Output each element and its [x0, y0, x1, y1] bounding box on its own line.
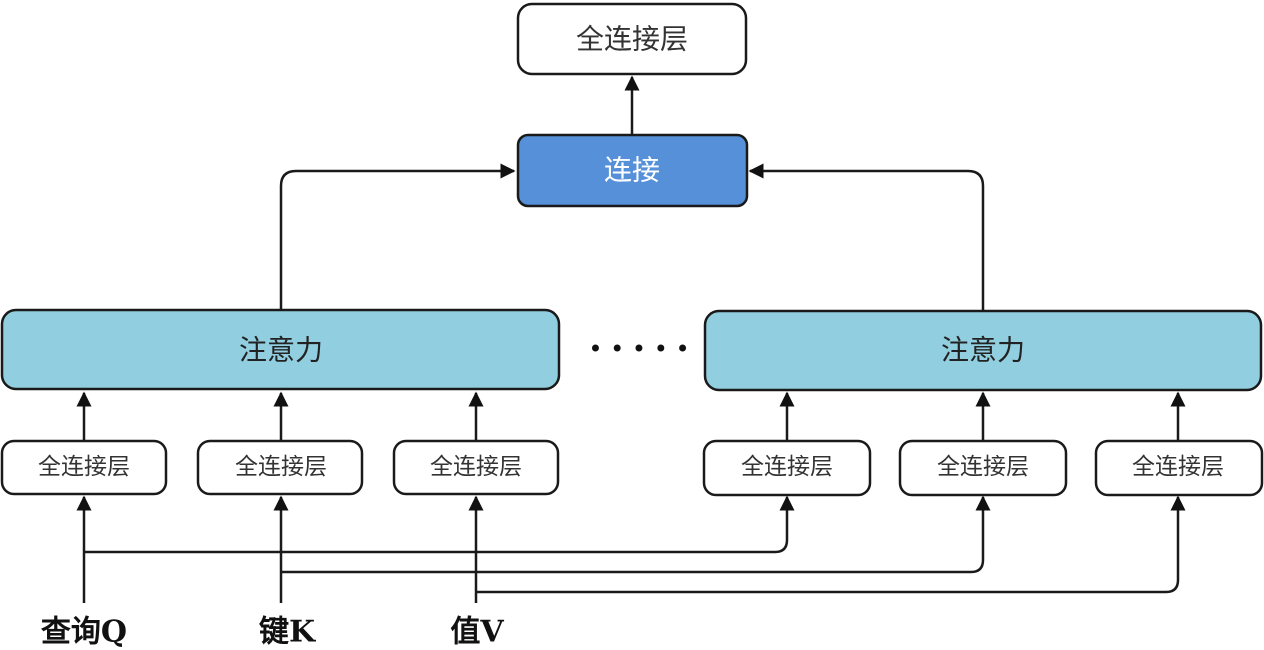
fc-layer-6: 全连接层: [1094, 439, 1264, 497]
fc-layer-2: 全连接层: [196, 439, 364, 496]
fc-layer-2-label: 全连接层: [235, 454, 327, 480]
fc-layer-4: 全连接层: [702, 439, 872, 497]
fc-layer-3: 全连接层: [392, 439, 560, 496]
fc-layer-5-label: 全连接层: [937, 454, 1029, 480]
arrow-key-to-fc-5: [281, 495, 991, 574]
arrow-query-to-fc-4: [84, 495, 795, 554]
arrow-attention-2-to-concat: [748, 163, 985, 311]
attention-2-label: 注意力: [941, 334, 1025, 367]
fc-layer-5: 全连接层: [898, 439, 1068, 497]
ellipsis-dots: • • • • •: [588, 335, 689, 363]
concat-node: 连接: [516, 133, 749, 208]
fc-layer-1: 全连接层: [0, 439, 168, 496]
arrow-attention-1-to-concat: [279, 163, 516, 310]
top-fc-label: 全连接层: [576, 23, 688, 56]
concat-label: 连接: [604, 154, 660, 187]
fc-layer-6-label: 全连接层: [1132, 454, 1224, 480]
attention-head-1: 注意力: [0, 308, 561, 391]
fc-layer-4-label: 全连接层: [741, 454, 833, 480]
fc-layer-1-label: 全连接层: [38, 454, 130, 480]
attention-head-2: 注意力: [703, 309, 1263, 392]
top-fully-connected-layer: 全连接层: [516, 2, 748, 76]
value-input-label: 值V: [450, 615, 504, 650]
query-input-label: 查询Q: [41, 615, 127, 650]
key-input-label: 键K: [259, 615, 316, 650]
fc-layer-3-label: 全连接层: [430, 454, 522, 480]
attention-1-label: 注意力: [239, 334, 323, 367]
arrow-value-to-fc-6: [476, 495, 1186, 594]
